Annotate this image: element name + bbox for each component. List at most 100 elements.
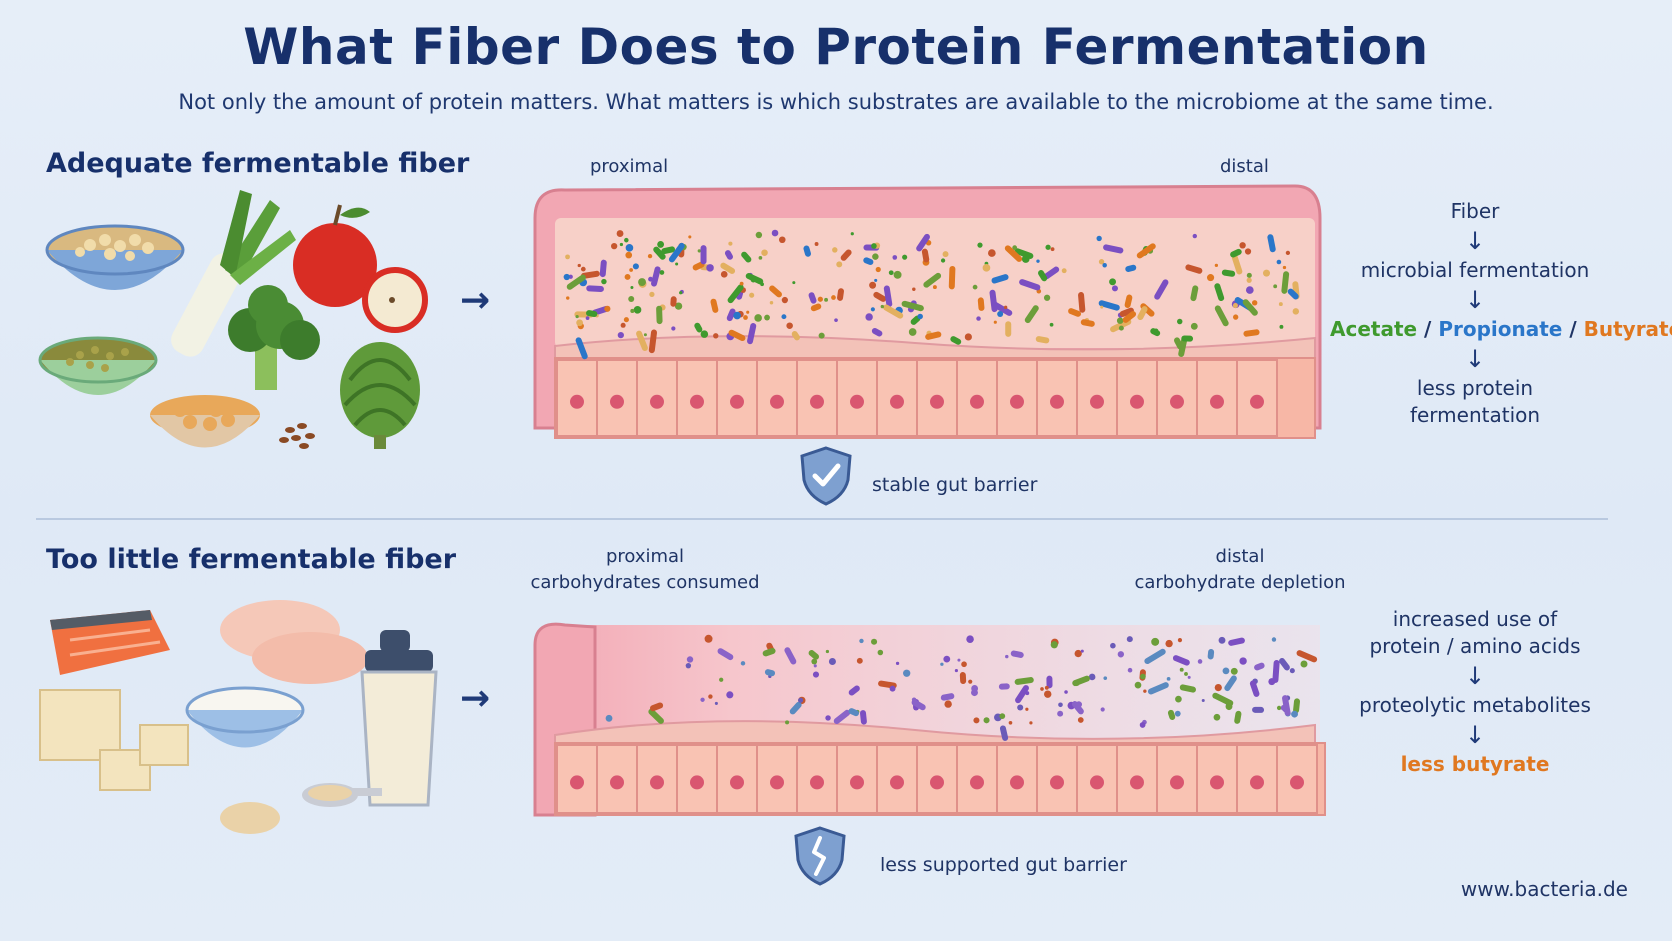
cell-nucleus bbox=[610, 394, 624, 409]
bacterium-coccus bbox=[565, 254, 570, 260]
cell-nucleus bbox=[1090, 394, 1104, 409]
bacterium-coccus bbox=[620, 322, 626, 328]
bacterium-coccus bbox=[1088, 673, 1096, 681]
bacterium-rod bbox=[1214, 305, 1229, 327]
bacterium-rod bbox=[1282, 695, 1291, 716]
bacterium-coccus bbox=[1044, 690, 1052, 698]
bacterium-rod bbox=[710, 298, 719, 313]
bacterium-rod bbox=[1098, 300, 1120, 311]
cell-nucleus bbox=[890, 775, 904, 790]
bacterium-coccus bbox=[993, 320, 997, 324]
bacterium-rod bbox=[1242, 299, 1258, 316]
bacterium-coccus bbox=[880, 304, 885, 309]
bacterium-coccus bbox=[1080, 649, 1084, 653]
bacterium-coccus bbox=[1044, 685, 1049, 690]
section-heading-too-little: Too little fermentable fiber bbox=[46, 544, 457, 575]
shield-check-icon bbox=[800, 446, 852, 506]
epithelial-cell bbox=[796, 359, 838, 437]
bacterium-coccus bbox=[976, 316, 981, 321]
bacterium-coccus bbox=[831, 295, 836, 300]
bacterium-coccus bbox=[1184, 672, 1188, 676]
bacterium-coccus bbox=[1225, 703, 1233, 711]
bacterium-coccus bbox=[1029, 721, 1033, 725]
cell-nucleus bbox=[810, 775, 824, 790]
bacterium-rod bbox=[1068, 308, 1082, 317]
bacterium-rod bbox=[873, 291, 887, 302]
bacterium-coccus bbox=[961, 661, 967, 668]
bacterium-coccus bbox=[1075, 701, 1083, 708]
cell-nucleus bbox=[1250, 775, 1264, 790]
bacterium-coccus bbox=[912, 287, 916, 291]
shield-cracked-icon bbox=[794, 826, 846, 886]
bacterium-rod bbox=[649, 702, 664, 712]
lentil-bowl-icon bbox=[38, 336, 158, 395]
bacterium-coccus bbox=[798, 697, 804, 703]
bacterium-coccus bbox=[1153, 328, 1159, 333]
scfa-acetate: Acetate bbox=[1330, 317, 1418, 341]
bacterium-coccus bbox=[865, 313, 873, 321]
bacterium-coccus bbox=[911, 697, 917, 702]
bacterium-coccus bbox=[781, 314, 787, 320]
cell-nucleus bbox=[690, 775, 704, 790]
bacterium-coccus bbox=[638, 278, 646, 287]
bacterium-rod bbox=[1147, 682, 1169, 695]
bacterium-rod bbox=[1004, 245, 1023, 262]
bacterium-coccus bbox=[624, 273, 631, 280]
cell-nucleus bbox=[610, 775, 624, 790]
bacterium-coccus bbox=[1197, 659, 1203, 664]
bacterium-coccus bbox=[1134, 681, 1142, 689]
bacterium-coccus bbox=[940, 258, 946, 263]
bacterium-rod bbox=[837, 288, 844, 301]
bacterium-coccus bbox=[964, 333, 972, 341]
bacterium-rod bbox=[1119, 307, 1134, 317]
bacterium-rod bbox=[1167, 709, 1176, 720]
salmon-icon bbox=[50, 610, 170, 675]
bacterium-coccus bbox=[726, 691, 734, 699]
bacterium-coccus bbox=[605, 714, 613, 722]
bacterium-coccus bbox=[1166, 676, 1171, 681]
bacterium-rod bbox=[599, 259, 607, 278]
bacterium-coccus bbox=[688, 235, 692, 239]
bacterium-coccus bbox=[733, 311, 741, 320]
scfa-propionate: Propionate bbox=[1438, 317, 1563, 341]
bacterium-coccus bbox=[1103, 676, 1108, 680]
bacterium-rod bbox=[1154, 279, 1169, 300]
cell-nucleus bbox=[1210, 775, 1224, 790]
bacterium-rod bbox=[1024, 305, 1039, 324]
bacterium-coccus bbox=[999, 713, 1006, 720]
bacterium-rod bbox=[848, 685, 860, 696]
bacterium-coccus bbox=[1271, 637, 1277, 642]
flow-fiber-pathway: Fiber ↓ microbial fermentation ↓ Acetate… bbox=[1330, 198, 1672, 429]
bacterium-coccus bbox=[817, 296, 823, 302]
cell-nucleus bbox=[850, 394, 864, 409]
bacterium-rod bbox=[871, 327, 883, 337]
bacterium-rod bbox=[1122, 311, 1137, 323]
bacterium-coccus bbox=[968, 679, 973, 684]
flow-step-fermentation: microbial fermentation bbox=[1360, 258, 1590, 282]
cell-nucleus bbox=[850, 775, 864, 790]
barrier-label-less-supported: less supported gut barrier bbox=[880, 854, 1127, 876]
bacterium-coccus bbox=[616, 230, 624, 237]
bacterium-coccus bbox=[828, 657, 836, 666]
yogurt-bowl-icon bbox=[185, 686, 305, 748]
bacterium-coccus bbox=[754, 314, 762, 322]
bacterium-coccus bbox=[563, 273, 570, 281]
bacterium-coccus bbox=[771, 229, 779, 237]
bacterium-rod bbox=[1136, 243, 1156, 259]
bacterium-coccus bbox=[940, 662, 944, 666]
bacterium-rod bbox=[901, 300, 924, 312]
bacterium-coccus bbox=[585, 316, 590, 320]
bacterium-coccus bbox=[792, 281, 796, 285]
down-arrow-icon: ↓ bbox=[1464, 662, 1486, 690]
flow-step-fiber: Fiber bbox=[1450, 199, 1500, 223]
bacterium-rod bbox=[1015, 685, 1029, 704]
epithelial-cells bbox=[556, 359, 1278, 437]
bacterium-coccus bbox=[1151, 637, 1160, 646]
source-watermark: www.bacteria.de bbox=[1460, 877, 1628, 901]
bacterium-rod bbox=[1014, 248, 1034, 259]
bacterium-coccus bbox=[877, 649, 884, 656]
bacterium-rod bbox=[833, 709, 851, 724]
bacterium-coccus bbox=[942, 251, 949, 258]
broccoli-icon bbox=[228, 285, 320, 390]
bacterium-coccus bbox=[785, 720, 790, 725]
